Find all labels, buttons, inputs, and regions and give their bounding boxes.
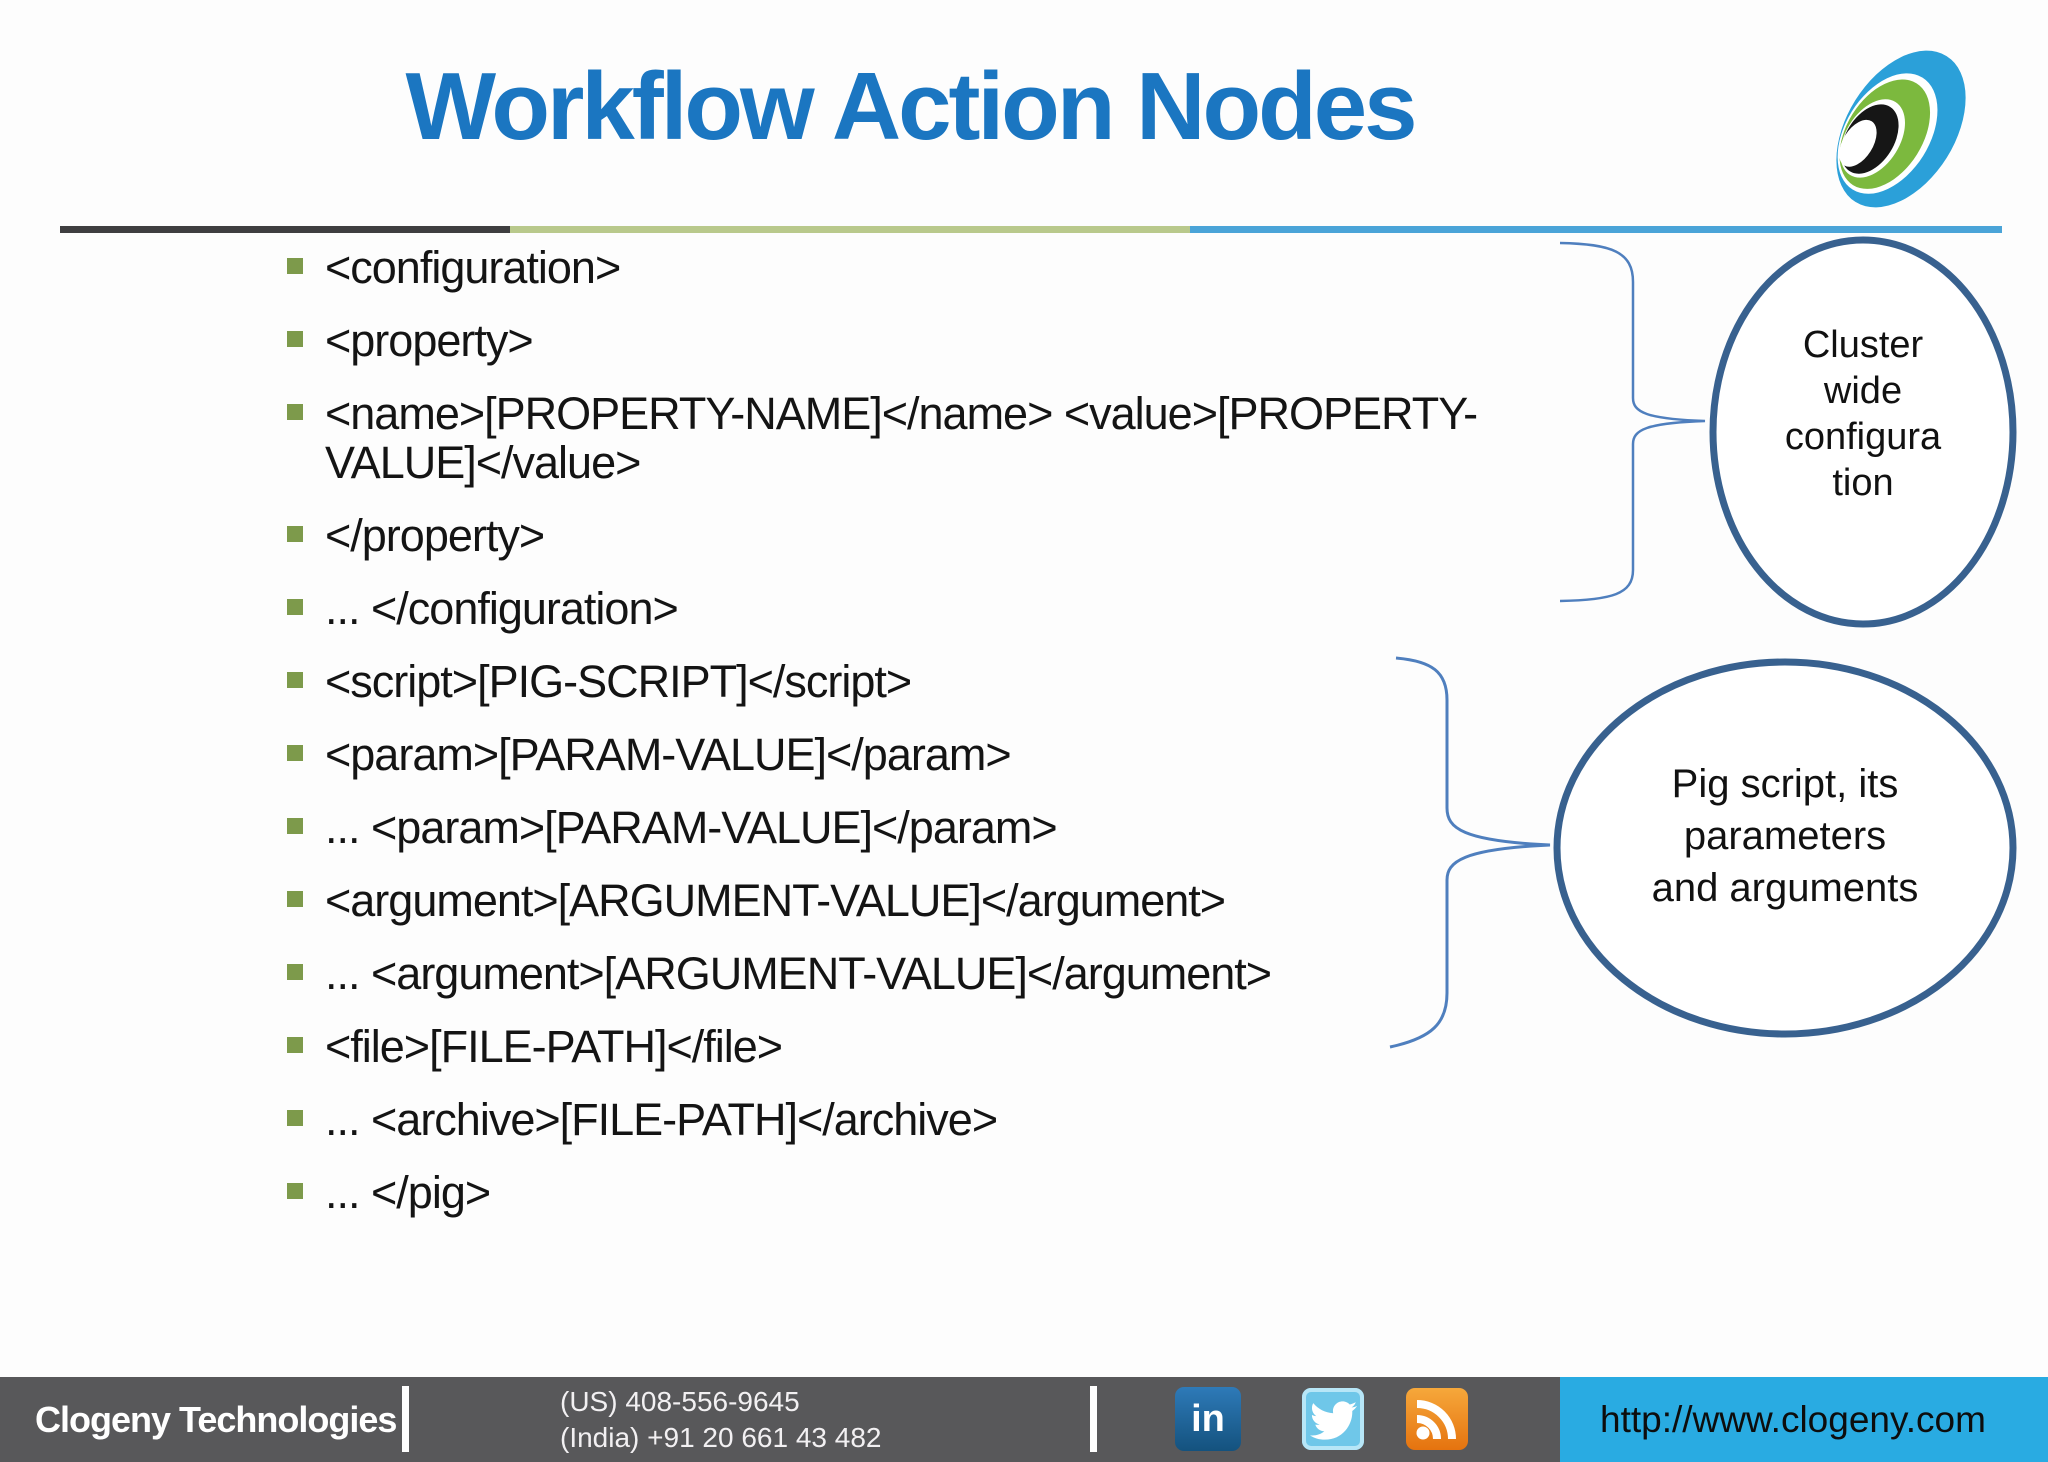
bullet-item: ... </pig> — [287, 1168, 1707, 1217]
phone-us: (US) 408-556-9645 — [560, 1386, 800, 1417]
bullet-square-icon — [287, 672, 303, 688]
bullet-item: </property> — [287, 511, 1707, 560]
company-name: Clogeny Technologies — [35, 1398, 397, 1440]
footer-divider — [402, 1386, 409, 1452]
bullet-square-icon — [287, 818, 303, 834]
bullet-square-icon — [287, 745, 303, 761]
bullet-item: <name>[PROPERTY-NAME]</name> <value>[PRO… — [287, 389, 1707, 487]
rss-icon[interactable] — [1406, 1388, 1468, 1450]
bullet-square-icon — [287, 1110, 303, 1126]
phone-india: (India) +91 20 661 43 482 — [560, 1422, 882, 1453]
contact-phones: (US) 408-556-9645 (India) +91 20 661 43 … — [560, 1384, 881, 1456]
website-url[interactable]: http://www.clogeny.com — [1600, 1398, 1986, 1440]
bullet-item: ... <argument>[ARGUMENT-VALUE]</argument… — [287, 949, 1707, 998]
bullet-square-icon — [287, 599, 303, 615]
callout-text-cluster-config: Cluster wide configura tion — [1784, 324, 1942, 504]
bullet-item: <file>[FILE-PATH]</file> — [287, 1022, 1707, 1071]
bullet-item: <property> — [287, 316, 1707, 365]
slide-title: Workflow Action Nodes — [405, 53, 1417, 160]
bullet-square-icon — [287, 891, 303, 907]
bullet-item: ... </configuration> — [287, 584, 1707, 633]
bullet-item: ... <archive>[FILE-PATH]</archive> — [287, 1095, 1707, 1144]
linkedin-icon[interactable]: in — [1175, 1387, 1241, 1451]
underline-blue-segment — [1190, 226, 2002, 233]
bullet-square-icon — [287, 404, 303, 420]
website-url-panel: http://www.clogeny.com — [1560, 1377, 2048, 1462]
bullet-square-icon — [287, 331, 303, 347]
bullet-item: <argument>[ARGUMENT-VALUE]</argument> — [287, 876, 1707, 925]
bullet-square-icon — [287, 964, 303, 980]
bullet-square-icon — [287, 258, 303, 274]
title-underline — [0, 226, 2048, 234]
footer-divider — [1090, 1386, 1097, 1452]
bullet-item: ... <param>[PARAM-VALUE]</param> — [287, 803, 1707, 852]
bullet-item: <param>[PARAM-VALUE]</param> — [287, 730, 1707, 779]
bullet-square-icon — [287, 1183, 303, 1199]
footer-bar: Clogeny Technologies (US) 408-556-9645 (… — [0, 1377, 2048, 1462]
twitter-icon[interactable] — [1302, 1388, 1364, 1450]
bullet-list: <configuration> <property> <name>[PROPER… — [287, 243, 1707, 1241]
underline-olive-segment — [510, 226, 1190, 233]
bullet-square-icon — [287, 1037, 303, 1053]
bullet-item: <script>[PIG-SCRIPT]</script> — [287, 657, 1707, 706]
underline-dark-segment — [60, 226, 510, 233]
bullet-square-icon — [287, 526, 303, 542]
clogeny-logo-icon — [1836, 50, 1966, 208]
callout-text-pig-script: Pig script, its parameters and arguments — [1651, 762, 1919, 910]
bullet-item: <configuration> — [287, 243, 1707, 292]
